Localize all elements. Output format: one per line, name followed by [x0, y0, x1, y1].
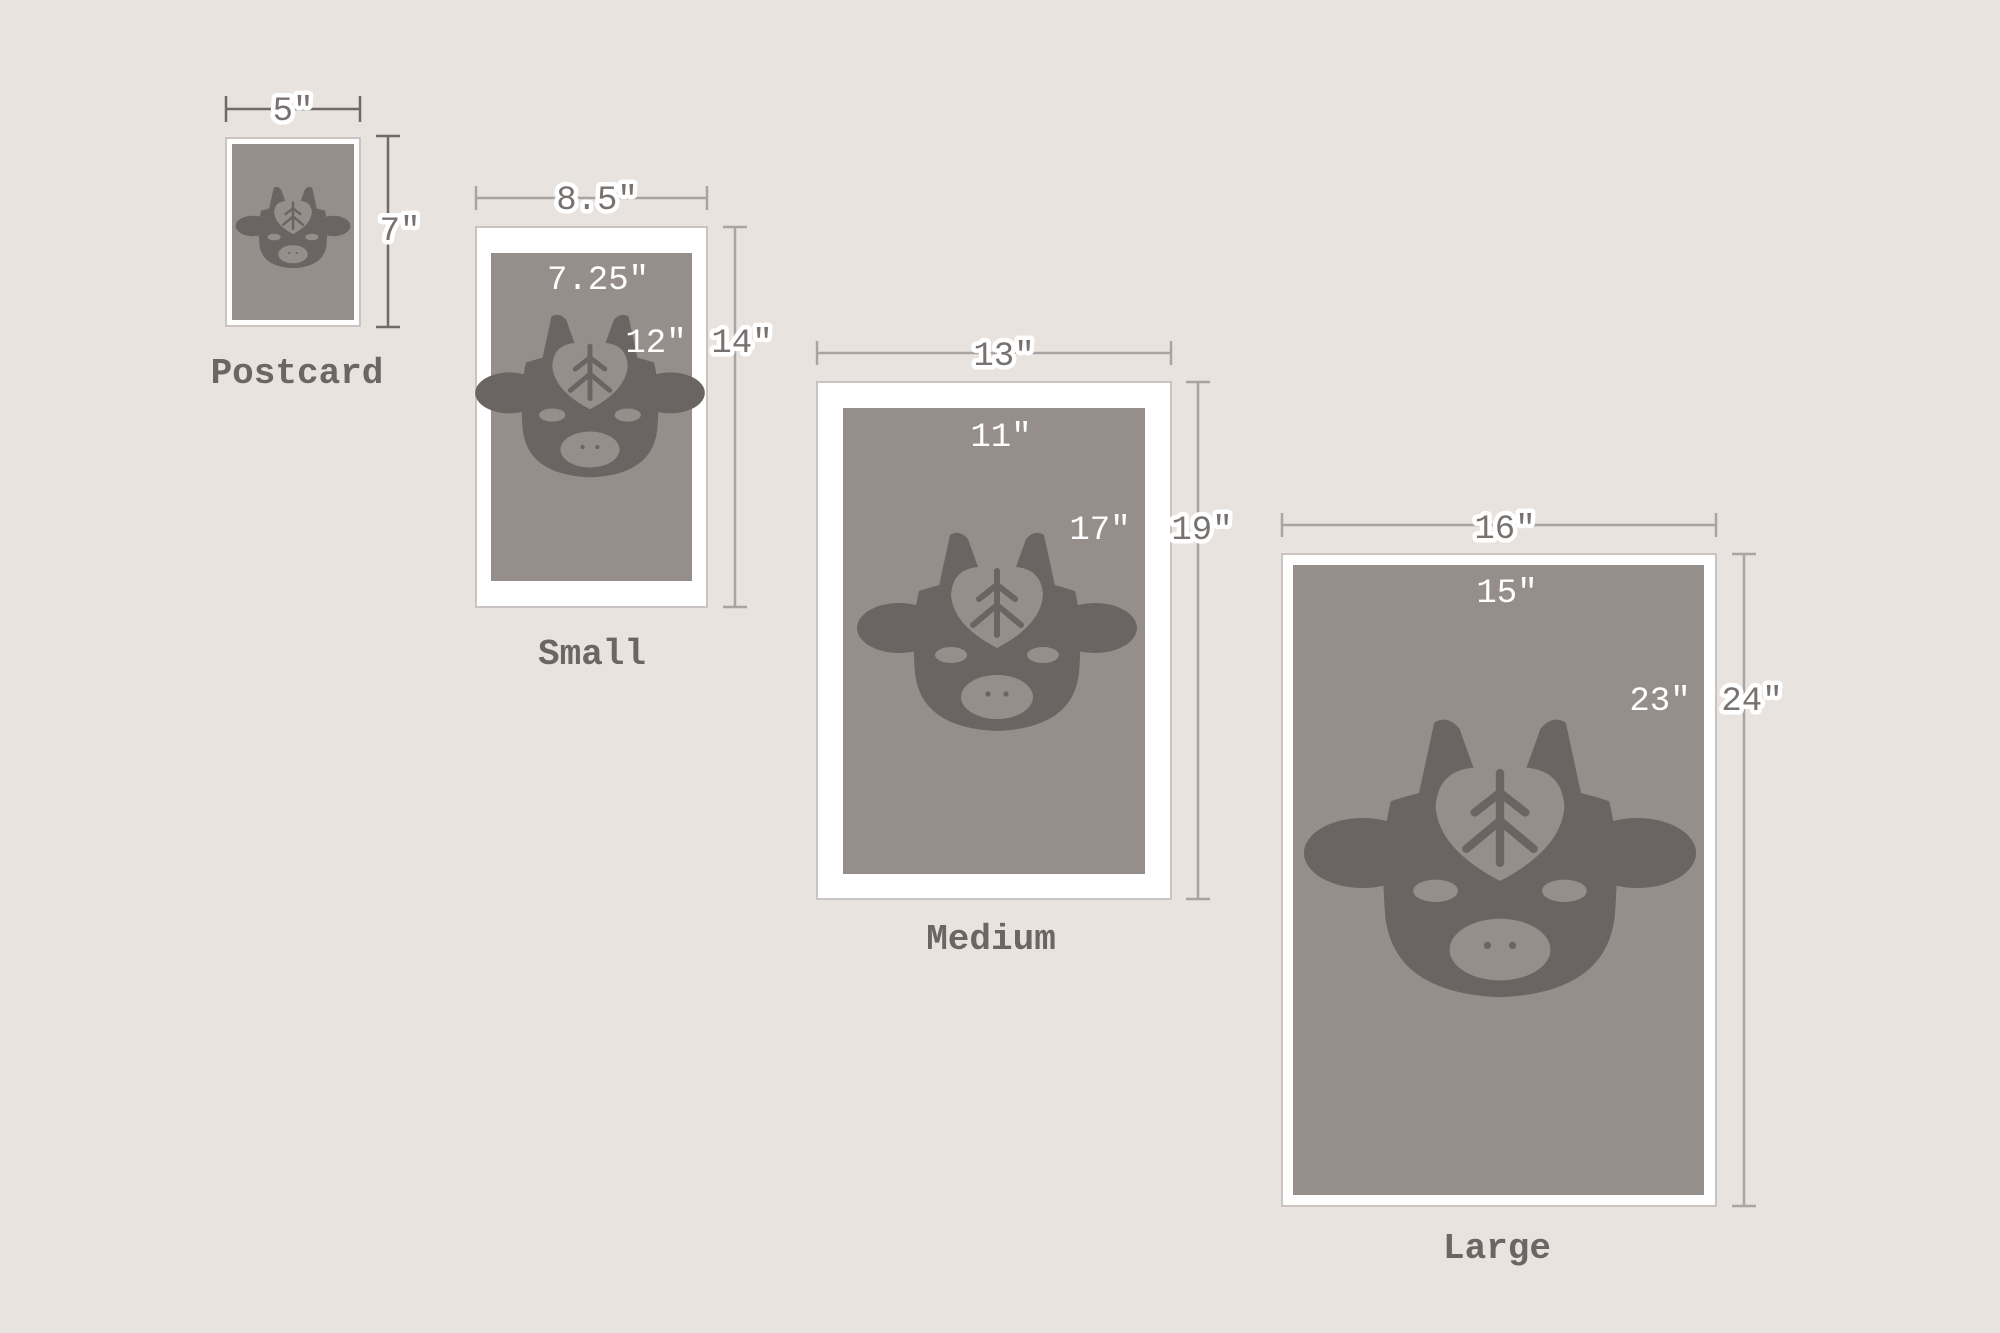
print-small: 8.5″ 7.25″ 12″ 14″ Small: [475, 178, 777, 675]
medium-inner-width-label: 11″: [970, 419, 1031, 457]
large-outer-width-label: 16″: [1474, 511, 1535, 549]
large-size-name: Large: [1443, 1228, 1551, 1269]
small-inner-height-label: 12″: [625, 325, 686, 363]
large-inner-height-label: 23″: [1629, 683, 1690, 721]
medium-outer-width-label: 13″: [973, 338, 1034, 376]
small-outer-width-label: 8.5″: [556, 182, 638, 220]
postcard-size-name: Postcard: [211, 353, 384, 394]
print-medium: 13″ 11″ 17″ 19″ Medium: [815, 334, 1237, 960]
small-outer-height-label: 14″: [711, 325, 772, 363]
small-size-name: Small: [538, 634, 646, 675]
small-inner-width-label: 7.25″: [547, 262, 649, 300]
large-outer-height-label: 24″: [1721, 683, 1782, 721]
print-postcard: 5″ 7″ Postcard: [211, 89, 425, 395]
medium-size-name: Medium: [926, 919, 1056, 960]
postcard-outer-width-label: 5″: [273, 93, 314, 131]
large-inner-width-label: 15″: [1476, 575, 1537, 613]
print-large: 16″ 15″ 23″ 24″ Large: [1280, 507, 1787, 1269]
medium-outer-height-label: 19″: [1171, 512, 1232, 550]
postcard-outer-height-label: 7″: [380, 213, 421, 251]
medium-inner-height-label: 17″: [1069, 512, 1130, 550]
